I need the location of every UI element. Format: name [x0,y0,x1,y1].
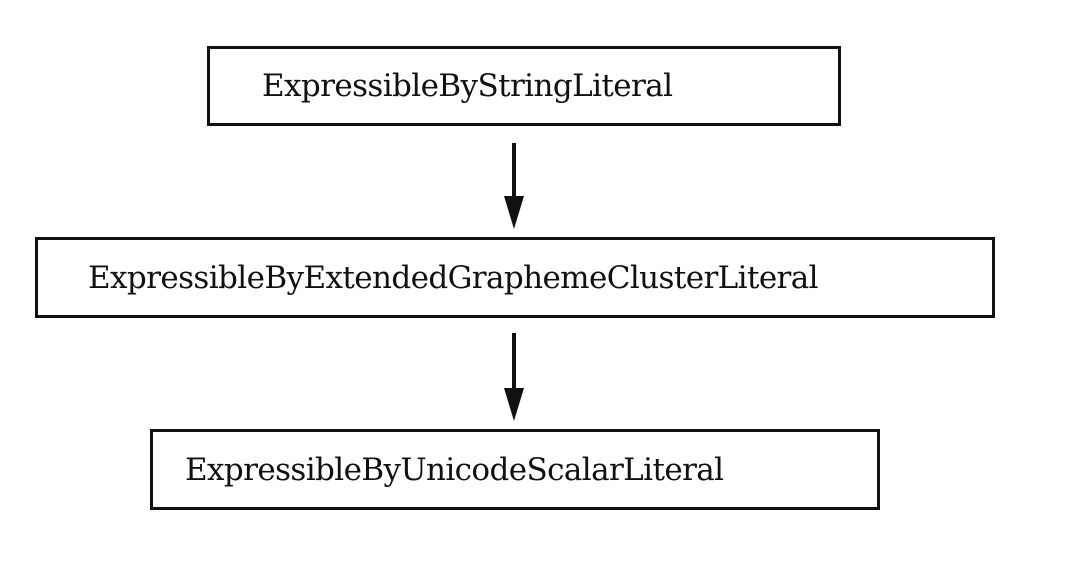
node-expressible-by-unicode-scalar-literal: ExpressibleByUnicodeScalarLiteral [150,429,880,510]
arrow-head [504,388,524,421]
node-label: ExpressibleByStringLiteral [262,68,673,104]
node-expressible-by-extended-grapheme-cluster-literal: ExpressibleByExtendedGraphemeClusterLite… [35,237,995,318]
node-label: ExpressibleByExtendedGraphemeClusterLite… [88,259,819,296]
arrow-n2-to-n3 [504,333,524,421]
node-expressible-by-string-literal: ExpressibleByStringLiteral [207,46,841,126]
arrow-n1-to-n2 [504,143,524,229]
node-label: ExpressibleByUnicodeScalarLiteral [185,451,724,488]
arrow-head [504,196,524,229]
